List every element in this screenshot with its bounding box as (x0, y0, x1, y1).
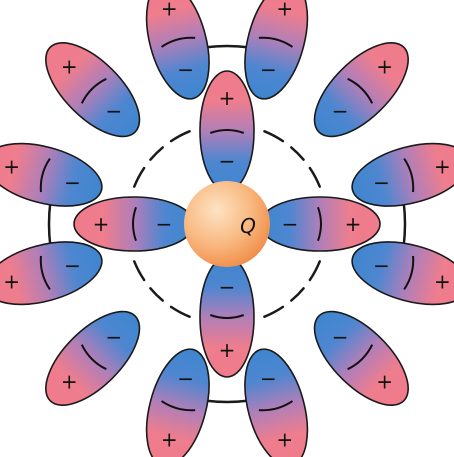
inner-shell-arc (149, 146, 164, 161)
negative-sign: − (260, 57, 277, 81)
dipole-divider (39, 255, 51, 290)
positive-sign: + (434, 270, 451, 294)
positive-sign: + (161, 427, 178, 451)
dipole-divider (161, 36, 196, 48)
inner-shell-arc (308, 260, 321, 282)
dipole-divider (132, 206, 137, 242)
outer-dipole-molecule: +− (244, 348, 309, 457)
inner-dipole-molecule: +− (199, 256, 255, 378)
negative-sign: − (105, 325, 122, 349)
positive-sign: + (376, 54, 393, 78)
dipole-divider (39, 158, 51, 193)
dipole-divider (317, 206, 322, 242)
outer-dipole-molecule: +− (244, 0, 309, 100)
positive-sign: + (93, 212, 110, 236)
dipole-divider (403, 158, 415, 193)
dipole-divider (258, 400, 293, 412)
charge-sphere (184, 181, 270, 267)
outer-dipole-molecule: +− (313, 42, 409, 138)
inner-dipole-molecule: +− (259, 196, 381, 252)
outer-dipole-molecule: +− (45, 310, 141, 406)
inner-shell-arc (263, 130, 285, 143)
charge-label: Q (240, 214, 256, 238)
negative-sign: − (156, 212, 173, 236)
outer-dipole-molecule: +− (351, 142, 454, 207)
negative-sign: − (332, 325, 349, 349)
outer-dipole-molecule: +− (0, 142, 103, 207)
positive-sign: + (219, 86, 236, 110)
outer-dipole-molecule: +− (145, 348, 210, 457)
positive-sign: + (434, 154, 451, 178)
dipole-divider (347, 77, 374, 104)
inner-shell-arc (290, 146, 305, 161)
negative-sign: − (373, 253, 390, 277)
positive-sign: + (161, 0, 178, 21)
negative-sign: − (64, 253, 81, 277)
inner-dipole-molecule: +− (73, 196, 195, 252)
positive-sign: + (345, 212, 362, 236)
positive-sign: + (3, 154, 20, 178)
positive-sign: + (61, 54, 78, 78)
negative-sign: − (282, 212, 299, 236)
negative-sign: − (373, 171, 390, 195)
negative-sign: − (177, 57, 194, 81)
negative-sign: − (332, 99, 349, 123)
dipole-divider (209, 129, 245, 134)
positive-sign: + (3, 270, 20, 294)
inner-shell-arc (133, 260, 146, 282)
outer-shell-arc (204, 44, 250, 49)
negative-sign: − (105, 99, 122, 123)
negative-sign: − (219, 149, 236, 173)
outer-shell-arc (47, 201, 52, 247)
negative-sign: − (64, 171, 81, 195)
positive-sign: + (219, 338, 236, 362)
dipole-divider (258, 36, 293, 48)
inner-shell-arc (133, 166, 146, 188)
inner-shell-arc (263, 305, 285, 318)
outer-dipole-molecule: +− (45, 42, 141, 138)
inner-dipole-molecule: +− (199, 70, 255, 192)
outer-dipole-molecule: +− (351, 241, 454, 306)
negative-sign: − (260, 367, 277, 391)
positive-sign: + (61, 370, 78, 394)
negative-sign: − (177, 367, 194, 391)
negative-sign: − (219, 275, 236, 299)
dipole-divider (80, 77, 107, 104)
dipole-divider (209, 314, 245, 319)
inner-shell-arc (149, 287, 164, 302)
positive-sign: + (276, 0, 293, 21)
outer-dipole-molecule: +− (313, 310, 409, 406)
inner-shell-arc (290, 287, 305, 302)
dipole-divider (347, 344, 374, 371)
positive-sign: + (376, 370, 393, 394)
dipole-divider (80, 344, 107, 371)
positive-sign: + (276, 427, 293, 451)
outer-shell-arc (402, 201, 407, 247)
dipole-divider (403, 255, 415, 290)
inner-shell-arc (169, 305, 191, 318)
inner-shell-arc (169, 130, 191, 143)
outer-dipole-molecule: +− (0, 241, 103, 306)
central-charge: Q (184, 181, 270, 267)
dipole-divider (161, 400, 196, 412)
outer-shell-arc (204, 399, 250, 404)
inner-shell-arc (308, 166, 321, 188)
outer-dipole-molecule: +− (145, 0, 210, 100)
